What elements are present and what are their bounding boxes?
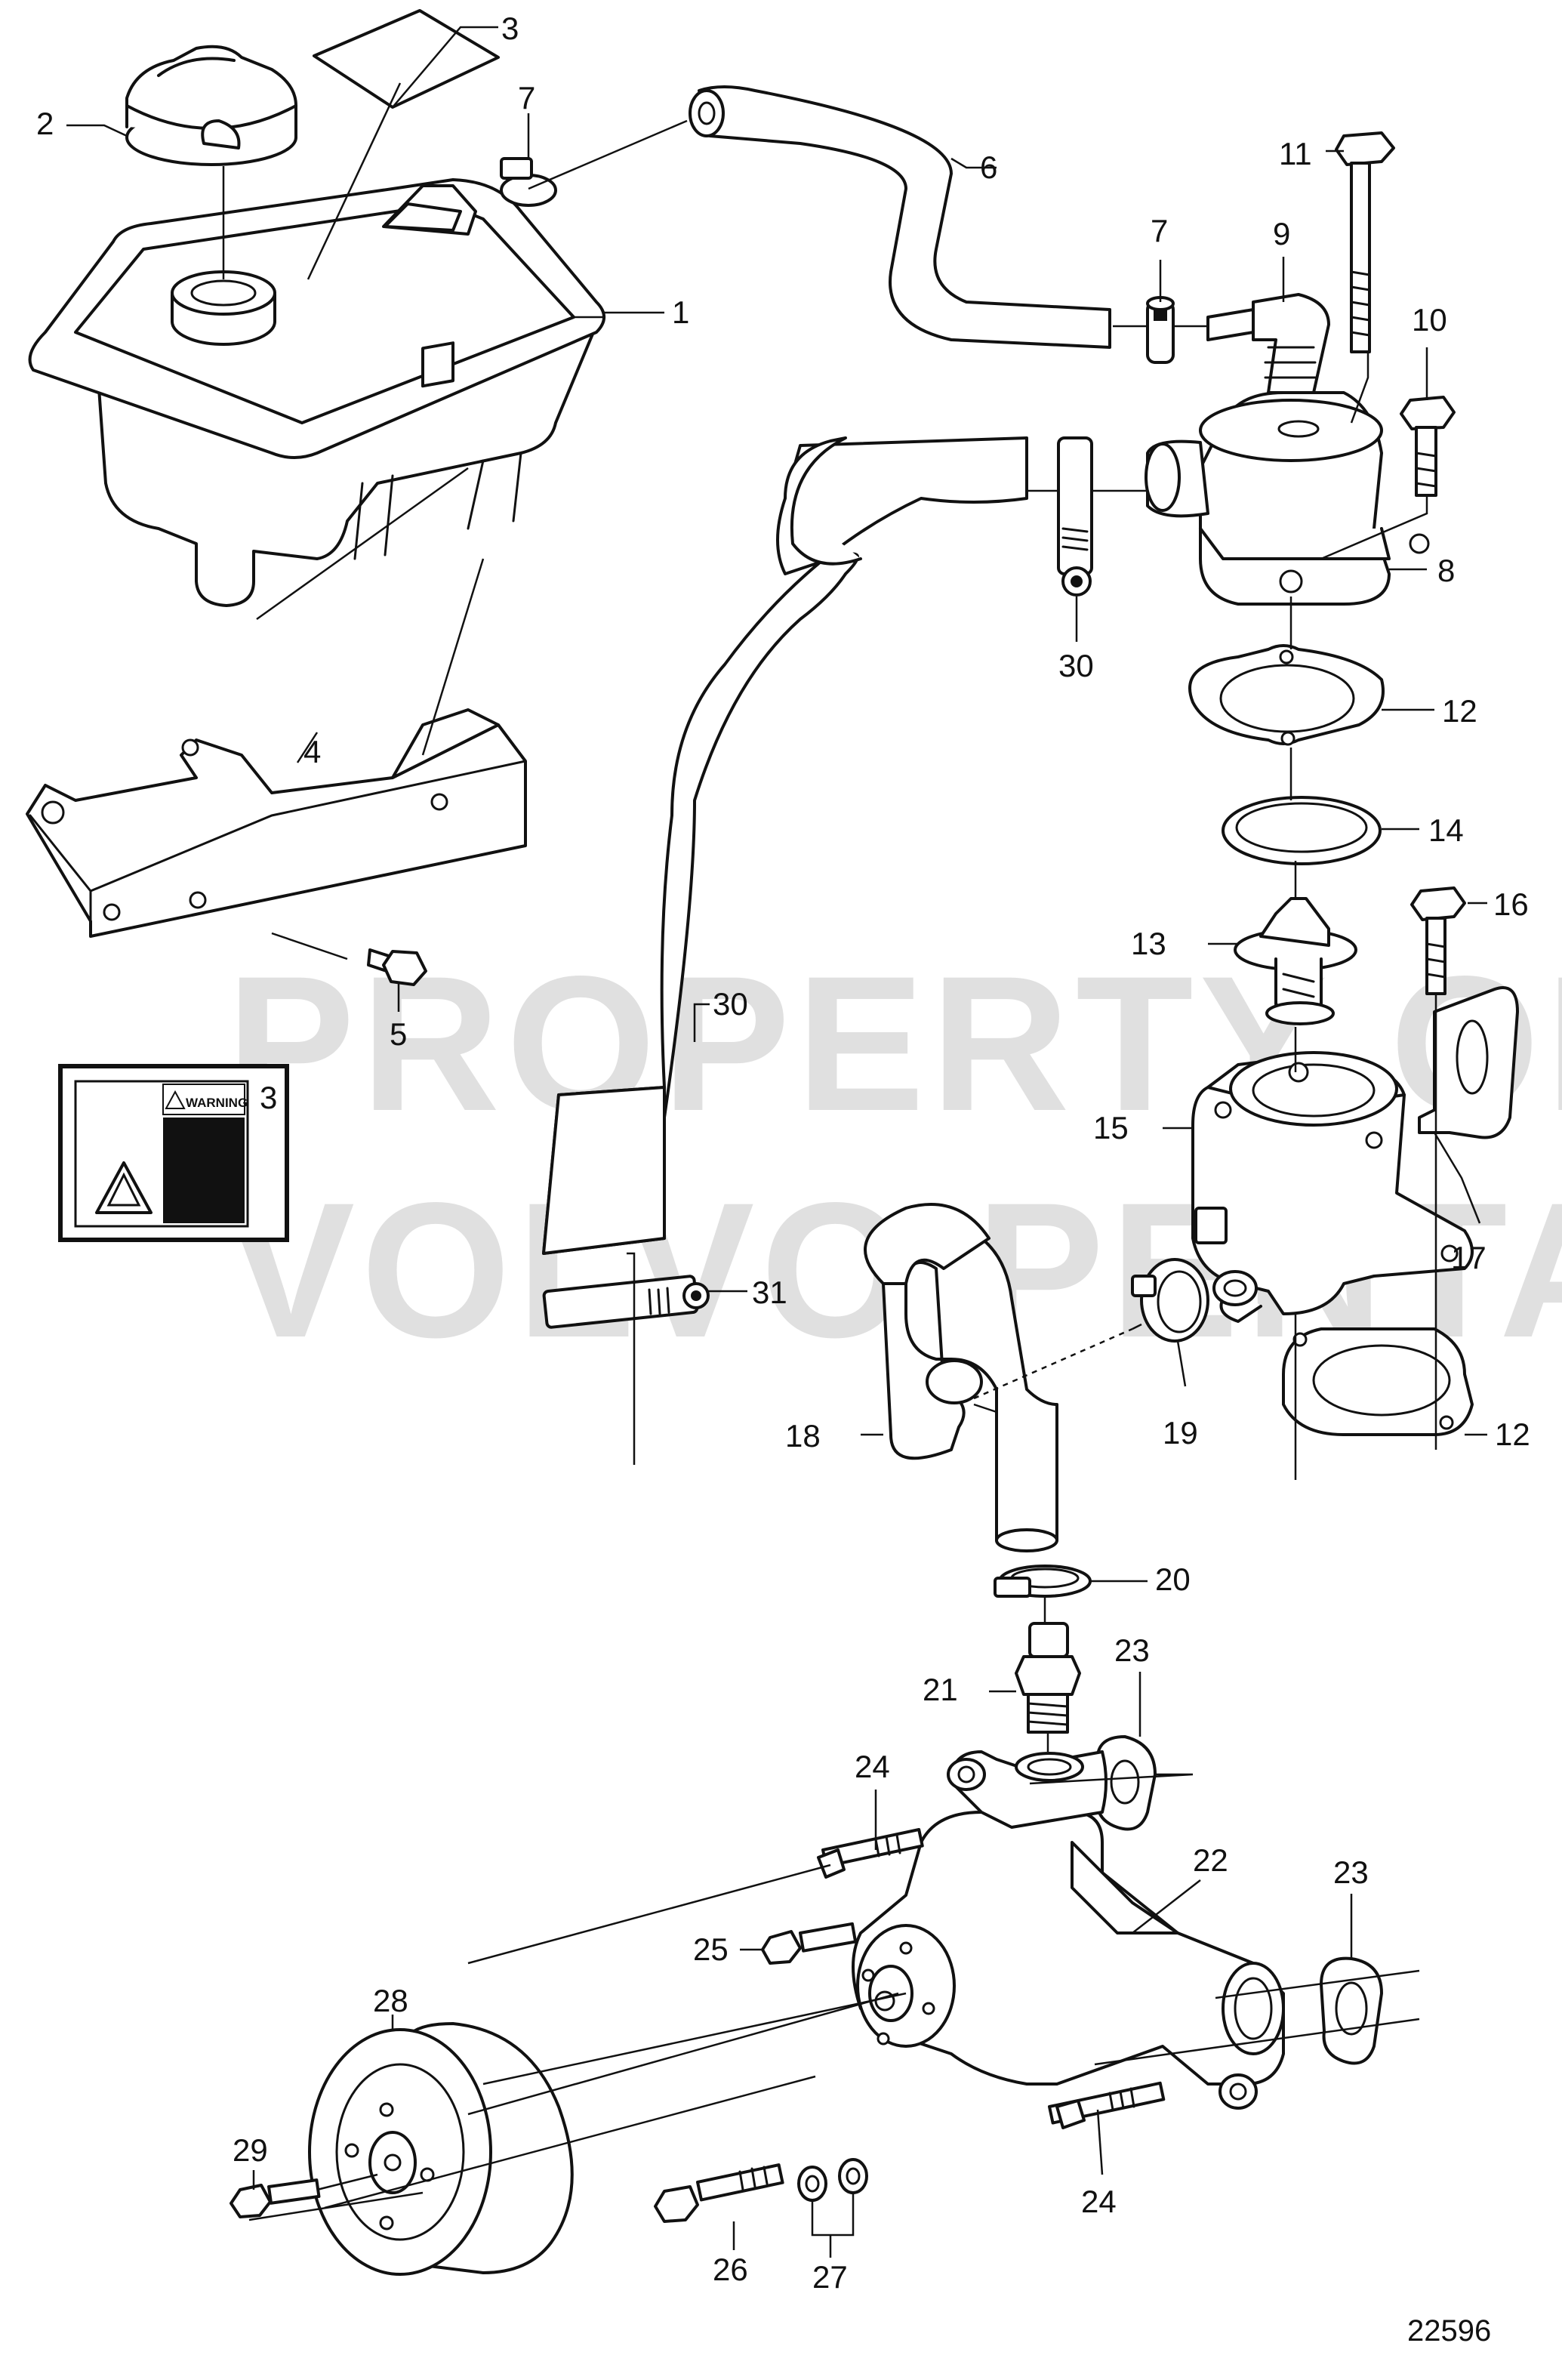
pulley bbox=[308, 2022, 574, 2276]
warning-label: WARNING bbox=[58, 1064, 289, 1242]
drawing-number: 22596 bbox=[1407, 2314, 1491, 2348]
thermostat-housing-cover bbox=[1145, 391, 1430, 606]
warning-label-text: WARNING bbox=[186, 1096, 248, 1110]
callout-7-upper: 7 bbox=[518, 80, 535, 116]
pump-stud-upper bbox=[817, 1827, 924, 1879]
radiator-hose-clamp bbox=[1057, 436, 1093, 597]
expansion-tank bbox=[28, 178, 605, 607]
hose-nipple bbox=[1015, 1622, 1081, 1734]
callout-27: 27 bbox=[812, 2259, 848, 2295]
callout-4: 4 bbox=[303, 734, 321, 769]
callout-17: 17 bbox=[1451, 1240, 1487, 1275]
hose-clamp-right bbox=[1146, 296, 1175, 364]
bracket-bolt bbox=[367, 948, 427, 986]
thermostat bbox=[1234, 897, 1357, 1025]
callout-23-upper: 23 bbox=[1114, 1632, 1150, 1668]
elbow-nipple bbox=[1206, 293, 1330, 394]
leader-lines bbox=[66, 26, 1487, 2258]
callout-31: 31 bbox=[752, 1275, 787, 1310]
pulley-bolt bbox=[654, 2163, 784, 2223]
callout-24-upper: 24 bbox=[855, 1749, 890, 1784]
callout-25: 25 bbox=[693, 1931, 729, 1967]
callout-14: 14 bbox=[1428, 812, 1464, 848]
bypass-hose bbox=[864, 1203, 1058, 1552]
water-pump bbox=[852, 1750, 1285, 2110]
callout-29: 29 bbox=[233, 2132, 268, 2168]
callout-labels: 3 2 7 6 7 9 11 10 1 30 8 12 14 13 16 15 … bbox=[36, 11, 1530, 2348]
bypass-clamp bbox=[1131, 1258, 1209, 1343]
gasket-upper bbox=[1188, 644, 1385, 746]
lifting-eye bbox=[1418, 986, 1519, 1139]
pump-bolt bbox=[761, 1922, 858, 1965]
callout-26: 26 bbox=[713, 2252, 748, 2287]
callout-13: 13 bbox=[1131, 926, 1166, 961]
washers bbox=[797, 2158, 868, 2202]
hose-clamp bbox=[500, 157, 557, 207]
callout-6: 6 bbox=[980, 150, 997, 185]
callout-11: 11 bbox=[1279, 136, 1312, 171]
callout-18: 18 bbox=[785, 1418, 821, 1454]
callout-24-lower: 24 bbox=[1081, 2184, 1117, 2219]
callout-5: 5 bbox=[390, 1016, 407, 1052]
thermostat-housing bbox=[1191, 1051, 1474, 1323]
callout-23-lower: 23 bbox=[1333, 1854, 1369, 1890]
callout-3-label: 3 bbox=[260, 1080, 277, 1115]
callout-12-upper: 12 bbox=[1442, 693, 1477, 729]
housing-bolt bbox=[1410, 886, 1466, 995]
tank-bracket bbox=[26, 708, 527, 938]
callout-21: 21 bbox=[923, 1672, 958, 1707]
callout-12-lower: 12 bbox=[1495, 1417, 1530, 1452]
long-bolt bbox=[1335, 131, 1395, 353]
decal bbox=[313, 9, 500, 109]
pump-stud-lower bbox=[1048, 2081, 1166, 2129]
callout-20: 20 bbox=[1155, 1561, 1191, 1597]
pulley-mount-bolt bbox=[230, 2178, 321, 2218]
o-ring bbox=[1222, 796, 1382, 865]
callout-2: 2 bbox=[36, 106, 54, 141]
radiator-hose bbox=[542, 436, 1028, 1255]
callout-7-right: 7 bbox=[1151, 213, 1168, 248]
callout-10: 10 bbox=[1412, 302, 1447, 338]
callout-30-lower: 30 bbox=[713, 986, 748, 1022]
callout-19: 19 bbox=[1163, 1415, 1198, 1451]
pump-gasket-lower bbox=[1320, 1956, 1383, 2065]
callout-16: 16 bbox=[1493, 886, 1529, 922]
short-bolt bbox=[1400, 396, 1456, 497]
callout-30-upper: 30 bbox=[1058, 648, 1094, 683]
filler-cap bbox=[125, 45, 297, 166]
callout-9: 9 bbox=[1273, 216, 1290, 251]
upper-hose bbox=[689, 85, 1111, 349]
gasket-lower bbox=[1282, 1327, 1474, 1436]
callout-1: 1 bbox=[672, 294, 689, 330]
callout-28: 28 bbox=[373, 1983, 408, 2018]
lower-hose-clamp bbox=[542, 1275, 710, 1329]
callout-8: 8 bbox=[1437, 553, 1455, 588]
callout-15: 15 bbox=[1093, 1110, 1129, 1145]
callout-22: 22 bbox=[1193, 1842, 1228, 1878]
bypass-hose-clamp bbox=[994, 1565, 1092, 1598]
callout-3-decal: 3 bbox=[501, 11, 519, 46]
